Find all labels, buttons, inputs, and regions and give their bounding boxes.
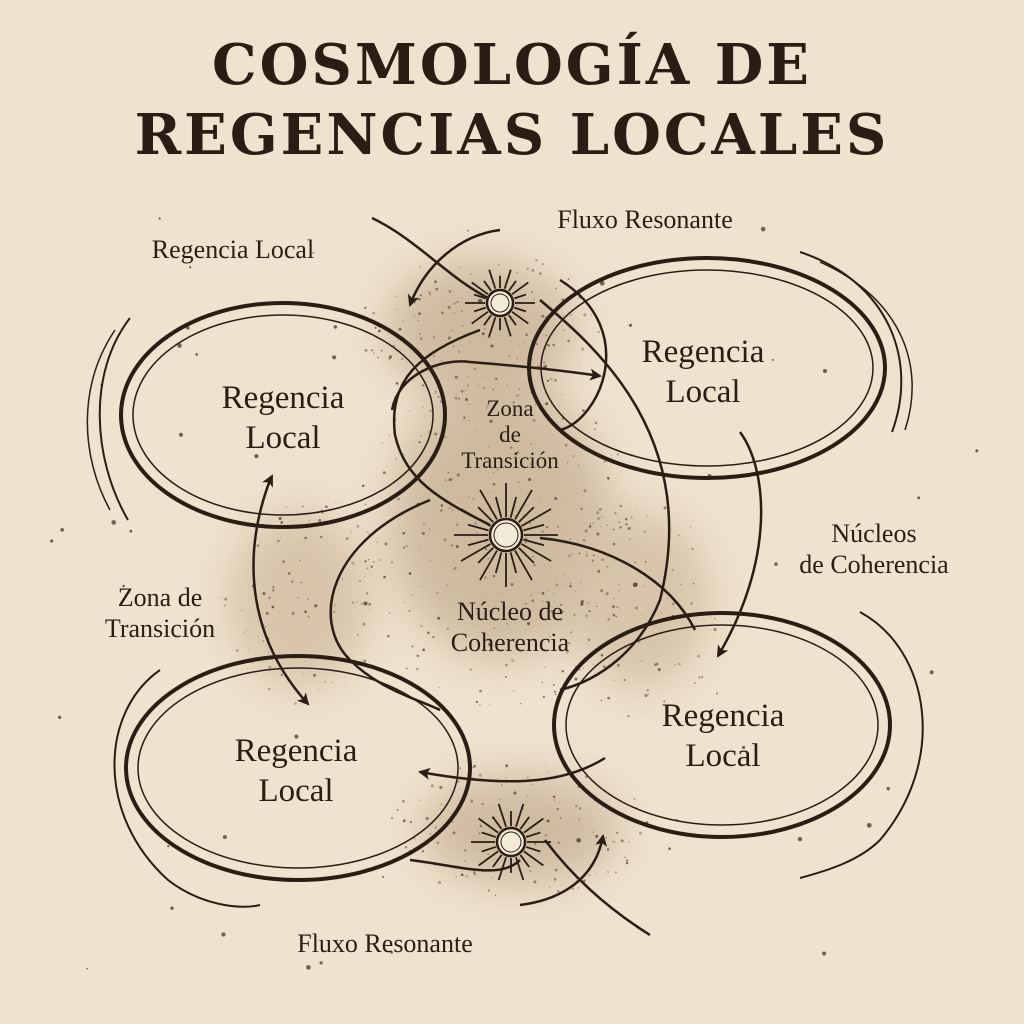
- diagram-title: COSMOLOGÍA DE REGENCIAS LOCALES: [0, 30, 1024, 170]
- star-bottom: [471, 803, 551, 881]
- label-center-nucleo: Núcleo de Coherencia: [450, 597, 570, 657]
- region-label-top-right: Regencia Local: [641, 334, 765, 410]
- label-bottom-flux: Fluxo Resonante: [297, 929, 473, 958]
- label-top-left-regencia: Regencia Local: [151, 235, 315, 264]
- label-left-zone: Zona de Transición: [104, 583, 216, 643]
- region-label-bottom-right: Regencia Local: [661, 698, 785, 774]
- region-bottom-left: [113, 654, 472, 908]
- region-label-bottom-left: Regencia Local: [234, 733, 358, 809]
- region-top-right: [527, 251, 913, 480]
- region-top-left: [86, 301, 447, 529]
- region-bottom-right: [552, 611, 924, 879]
- star-center: [454, 483, 558, 587]
- label-side-nucleos: Núcleos de Coherencia: [799, 519, 949, 579]
- label-center-zone: Zona de Transición: [461, 396, 559, 473]
- flow-lines: [252, 216, 763, 937]
- star-top: [465, 269, 535, 337]
- region-label-top-left: Regencia Local: [221, 380, 345, 456]
- title-line-2: REGENCIAS LOCALES: [134, 102, 890, 168]
- label-top-flux: Fluxo Resonante: [557, 205, 733, 234]
- title-line-1: COSMOLOGÍA DE: [212, 32, 812, 98]
